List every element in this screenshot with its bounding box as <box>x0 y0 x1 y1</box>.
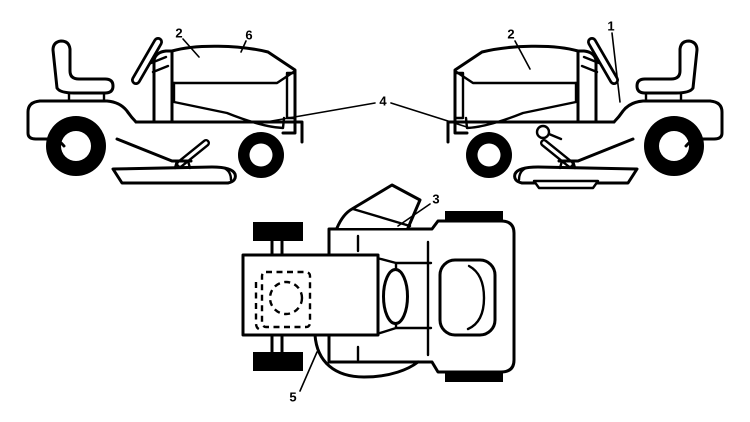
top-discharge-deflector <box>335 183 422 230</box>
callout-2-left-leader <box>182 38 200 58</box>
callout-1-leader <box>611 32 621 103</box>
callout-4-label: 4 <box>379 94 387 109</box>
callout-4-leader-left <box>259 102 376 124</box>
callout-3-leader <box>397 203 431 227</box>
callout-5-label: 5 <box>289 390 296 405</box>
callout-2-left-label: 2 <box>175 26 182 41</box>
callout-2-right: 2 <box>507 27 531 70</box>
callout-6-leader <box>240 40 247 53</box>
lever-knob-stem <box>547 132 563 141</box>
callout-5-leader <box>299 351 318 392</box>
top-deck-arc <box>313 333 420 379</box>
callout-1-label: 1 <box>607 19 614 34</box>
callout-4-leader-right <box>390 102 471 129</box>
callout-5: 5 <box>289 351 318 405</box>
tractor-side-left <box>28 41 302 183</box>
callout-6: 6 <box>240 28 253 53</box>
deck-skid-plate <box>532 179 600 190</box>
callout-4: 4 <box>259 94 471 129</box>
top-steering-wheel <box>382 268 409 325</box>
top-engine-dashed-outline <box>254 270 312 332</box>
top-front-wheels <box>253 222 303 371</box>
top-seat <box>438 258 497 337</box>
callouts: 2 6 2 1 4 3 <box>175 19 621 405</box>
top-rear-tire-lower <box>445 371 503 382</box>
callout-2-left: 2 <box>175 26 200 58</box>
tractor-top-view <box>241 183 516 382</box>
callout-2-right-leader <box>514 40 531 70</box>
callout-1: 1 <box>607 19 621 103</box>
callout-2-right-label: 2 <box>507 27 514 42</box>
callout-6-label: 6 <box>245 28 252 43</box>
lever-knob <box>535 124 551 140</box>
callout-3: 3 <box>397 192 440 227</box>
top-rear-tire-upper <box>445 211 503 222</box>
tractor-side-right <box>448 41 722 190</box>
callout-3-label: 3 <box>432 192 439 207</box>
